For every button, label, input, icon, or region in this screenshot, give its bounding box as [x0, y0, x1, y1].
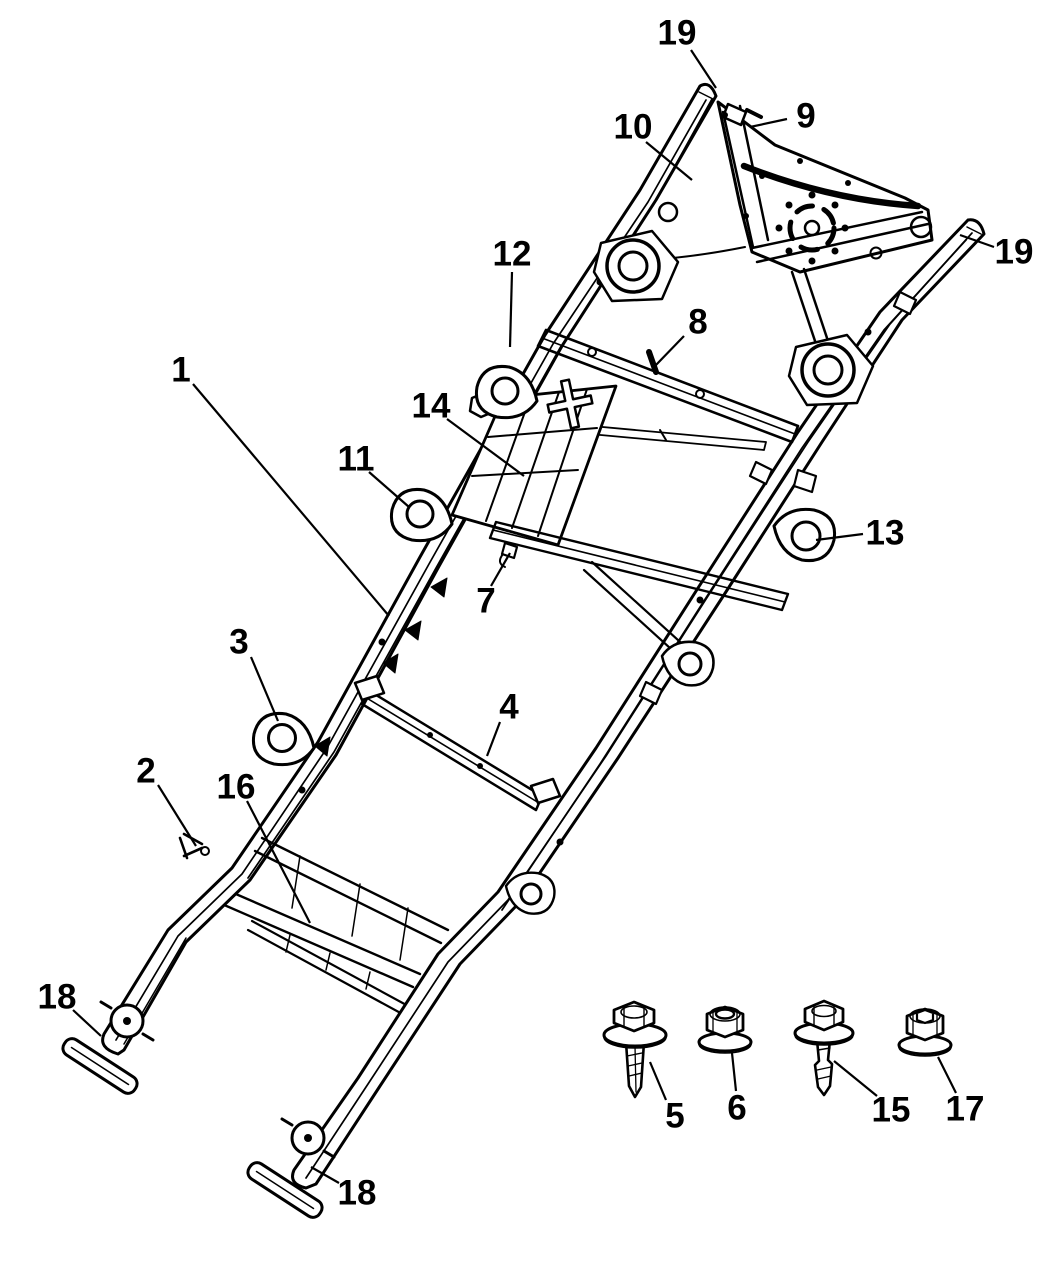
callout-label-1: 1: [171, 351, 190, 390]
callout-layer: 19 9 10 19 12 8 1 14 11 13 7 3 4 2 16 18 5 6 15 17 18: [38, 14, 1034, 1213]
callout-leader-11: [368, 471, 410, 508]
callout-label-2: 2: [136, 752, 155, 791]
callout-label-11: 11: [338, 440, 375, 479]
callout-label-8: 8: [688, 303, 707, 342]
callout-label-6: 6: [727, 1089, 746, 1128]
cab-mount-boss: [792, 468, 818, 494]
callout-label-17: 17: [946, 1090, 985, 1129]
fuel-tank-support: [567, 423, 767, 451]
callout-label-14: 14: [412, 387, 451, 426]
body-mount-bracket-11: [389, 487, 454, 543]
hardware-hex-flange-nut-6: [697, 1005, 753, 1054]
callout-label-10: 10: [614, 108, 653, 147]
skid-plate: [450, 378, 618, 547]
callout-label-16: 16: [217, 768, 256, 807]
callout-leader-16: [246, 800, 311, 924]
frame-rail-left: [101, 82, 718, 1056]
callout-label-19: 19: [995, 233, 1034, 272]
horn-disc-left: [99, 1000, 155, 1042]
callout-leader-8: [654, 335, 685, 367]
callout-leader-7: [490, 552, 511, 587]
crossmember-middle: [488, 520, 790, 612]
frame-horn-fittings: [61, 1000, 336, 1219]
body-mount-bracket-12: [474, 364, 539, 420]
callout-leader-3: [249, 656, 280, 722]
body-mount-bracket-3: [251, 711, 316, 767]
bumper-plate-left: [61, 1037, 139, 1095]
callout-leader-9: [749, 117, 788, 129]
rear-crossmember-brace: [657, 100, 934, 358]
front-suspension-crossmember: [213, 886, 422, 1018]
callout-leader-12: [508, 271, 514, 348]
callout-leader-13: [815, 532, 864, 542]
callout-label-18: 18: [338, 1174, 377, 1213]
hardware-hex-flange-nut-17: [897, 1007, 953, 1057]
frame-rail-right: [291, 218, 986, 1190]
bumper-plate-right: [246, 1161, 324, 1219]
transmission-crossmember: [353, 674, 562, 812]
callout-leader-18: [72, 1009, 102, 1037]
hardware-hex-flange-bolt-15: [793, 999, 855, 1097]
callout-label-18: 18: [38, 978, 77, 1017]
callout-leader-14: [446, 418, 525, 477]
stabilizer-bracket: [178, 832, 210, 860]
front-cradle: [178, 832, 450, 961]
callout-label-9: 9: [796, 97, 815, 136]
skid-plate-cross-hole: [546, 378, 594, 430]
body-mount-bracket-mid: [660, 640, 715, 687]
crossmember-stud: [646, 349, 659, 375]
callout-label-3: 3: [229, 623, 248, 662]
callout-label-5: 5: [665, 1097, 684, 1136]
callout-leader-19: [690, 49, 717, 89]
callout-leader-19: [959, 233, 995, 249]
spare-tire-winch-ring: [787, 203, 837, 253]
body-mount-bracket-13: [772, 507, 837, 563]
callout-label-7: 7: [476, 582, 495, 621]
body-mount-brackets: [251, 364, 837, 915]
callout-leader-5: [648, 1061, 668, 1101]
callout-label-13: 13: [866, 514, 905, 553]
callout-leader-10: [645, 141, 693, 181]
callout-leader-1: [192, 383, 390, 617]
hardware-hex-flange-bolt-5: [602, 1000, 668, 1099]
horn-disc-right: [280, 1117, 336, 1159]
winch-bolt-dots: [775, 191, 849, 265]
callout-leader-6: [730, 1052, 738, 1092]
rear-shackle-bracket: [721, 102, 763, 127]
wiring-clip: [500, 541, 519, 560]
callout-leader-2: [157, 784, 197, 847]
callout-leader-17: [937, 1056, 957, 1094]
callout-label-4: 4: [499, 688, 519, 727]
crossmember-upper: [536, 328, 800, 444]
spring-hangers: [592, 229, 875, 407]
body-mount-bracket-front: [504, 871, 556, 915]
callout-leader-4: [485, 721, 502, 757]
callout-leader-18: [310, 1166, 340, 1184]
callout-label-12: 12: [493, 235, 532, 274]
callout-leader-15: [833, 1060, 878, 1097]
callout-label-19: 19: [658, 14, 697, 53]
callout-label-15: 15: [872, 1091, 911, 1130]
hardware-items: [602, 999, 953, 1099]
